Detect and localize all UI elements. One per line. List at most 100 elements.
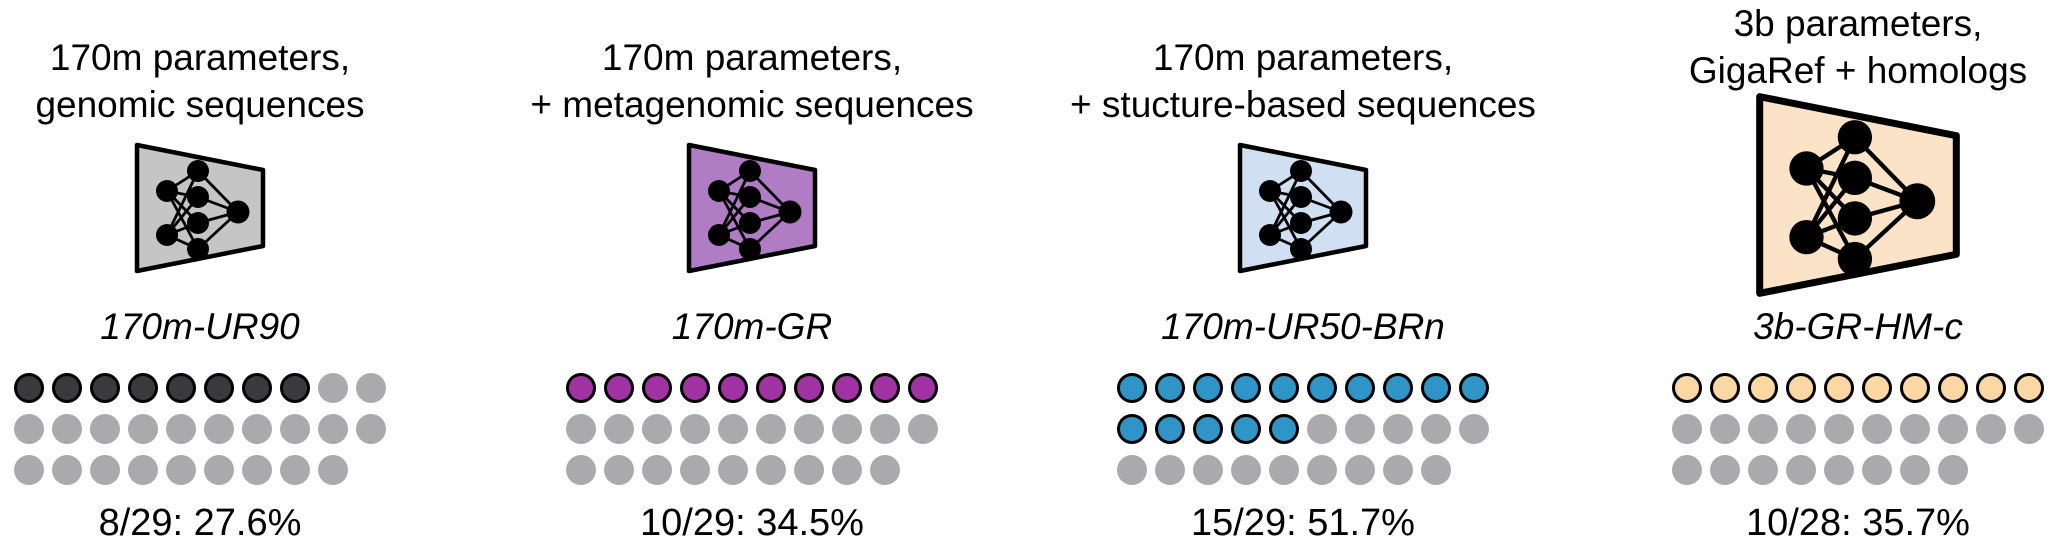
attempt-dot (1459, 414, 1489, 444)
dot-row (14, 373, 386, 403)
success-dot (604, 373, 634, 403)
attempt-dot (204, 455, 234, 485)
dot-row (1117, 373, 1489, 403)
success-rate-label: 8/29: 27.6% (98, 502, 302, 544)
model-title-line2: + metagenomic sequences (530, 84, 974, 125)
attempt-dot (204, 414, 234, 444)
attempt-dot (566, 414, 596, 444)
model-title: 170m parameters, + metagenomic sequences (442, 34, 1062, 128)
success-dot (1672, 373, 1702, 403)
attempt-dot (1862, 414, 1892, 444)
success-dot (1231, 414, 1261, 444)
attempt-dot (1824, 414, 1854, 444)
success-dot (1786, 373, 1816, 403)
success-dot (1117, 373, 1147, 403)
model-title: 3b parameters, GigaRef + homologs (1598, 0, 2048, 94)
attempt-dot (166, 414, 196, 444)
dot-row (566, 414, 938, 444)
success-dot (1862, 373, 1892, 403)
attempt-dot (166, 455, 196, 485)
attempt-dot (1824, 455, 1854, 485)
attempt-dot (604, 455, 634, 485)
success-dot (1345, 373, 1375, 403)
attempt-dot (318, 414, 348, 444)
success-rate-label: 10/29: 34.5% (640, 502, 864, 544)
attempt-dot (318, 373, 348, 403)
attempt-dot (1421, 414, 1451, 444)
success-dot (1748, 373, 1778, 403)
model-title-line1: 170m parameters, (1152, 37, 1454, 78)
attempt-dot (280, 414, 310, 444)
success-dot (718, 373, 748, 403)
success-dot (1231, 373, 1261, 403)
attempt-dot (356, 414, 386, 444)
attempt-dot (1345, 455, 1375, 485)
success-dot (52, 373, 82, 403)
attempt-dot (1748, 455, 1778, 485)
model-title-line2: genomic sequences (35, 84, 365, 125)
success-dot (1383, 373, 1413, 403)
result-dot-grid (14, 373, 386, 496)
model-title-line1: 170m parameters, (601, 37, 903, 78)
attempt-dot (1710, 414, 1740, 444)
success-dot (242, 373, 272, 403)
success-dot (1193, 373, 1223, 403)
success-dot (2014, 373, 2044, 403)
success-dot (1155, 373, 1185, 403)
success-dot (566, 373, 596, 403)
attempt-dot (1117, 455, 1147, 485)
attempt-dot (1345, 414, 1375, 444)
model-name-label: 170m-UR50-BRn (1161, 306, 1445, 347)
attempt-dot (642, 455, 672, 485)
model-column-170m-ur50-brn: 170m parameters, + stucture-based sequen… (1053, 0, 1553, 555)
success-dot (832, 373, 862, 403)
success-dot (90, 373, 120, 403)
success-dot (642, 373, 672, 403)
model-name-label: 170m-UR90 (100, 306, 300, 347)
result-dot-grid (1672, 373, 2044, 496)
success-dot (1269, 414, 1299, 444)
success-dot (1307, 373, 1337, 403)
attempt-dot (1269, 455, 1299, 485)
attempt-dot (794, 455, 824, 485)
dot-row (1672, 455, 2044, 485)
attempt-dot (52, 414, 82, 444)
dot-row (14, 414, 386, 444)
model-name-label: 3b-GR-HM-c (1753, 306, 1963, 347)
attempt-dot (604, 414, 634, 444)
attempt-dot (356, 373, 386, 403)
attempt-dot (14, 455, 44, 485)
dot-row (1672, 373, 2044, 403)
attempt-dot (1786, 455, 1816, 485)
model-title-line1: 3b parameters, (1733, 3, 1983, 44)
attempt-dot (1307, 455, 1337, 485)
dot-row (1117, 414, 1489, 444)
success-dot (1117, 414, 1147, 444)
neural-network-icon (1658, 92, 2048, 298)
model-column-3b-gr-hm-c: 3b parameters, GigaRef + homologs (1658, 0, 2048, 555)
attempt-dot (1421, 455, 1451, 485)
attempt-dot (2014, 414, 2044, 444)
attempt-dot (1938, 414, 1968, 444)
attempt-dot (566, 455, 596, 485)
attempt-dot (1383, 455, 1413, 485)
success-dot (1459, 373, 1489, 403)
attempt-dot (832, 455, 862, 485)
attempt-dot (1710, 455, 1740, 485)
dot-row (566, 455, 938, 485)
attempt-dot (128, 455, 158, 485)
attempt-dot (90, 455, 120, 485)
success-dot (1710, 373, 1740, 403)
success-dot (794, 373, 824, 403)
attempt-dot (680, 414, 710, 444)
success-dot (756, 373, 786, 403)
attempt-dot (1976, 414, 2006, 444)
dot-row (1117, 455, 1489, 485)
success-rate-label: 10/28: 35.7% (1746, 502, 1970, 544)
neural-network-icon (0, 142, 400, 274)
attempt-dot (908, 414, 938, 444)
success-rate-label: 15/29: 51.7% (1191, 502, 1415, 544)
attempt-dot (128, 414, 158, 444)
result-dot-grid (566, 373, 938, 496)
attempt-dot (718, 414, 748, 444)
